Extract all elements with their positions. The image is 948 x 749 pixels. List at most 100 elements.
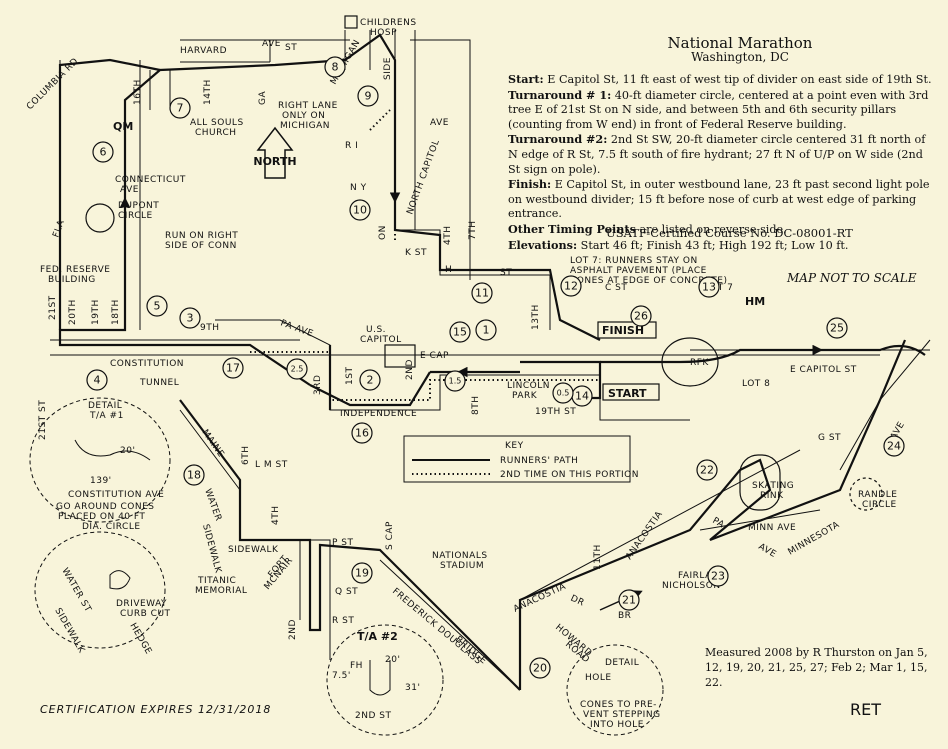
mile-marker-label: 16 [355,427,369,440]
svg-text:18TH: 18TH [111,299,121,325]
svg-text:CONSTITUTION AVE: CONSTITUTION AVE [68,490,164,500]
svg-text:K ST: K ST [405,248,427,258]
mile-marker-label: 4 [94,374,101,387]
mile-marker-circle [86,369,108,391]
expiry-note: CERTIFICATION EXPIRES 12/31/2018 [40,703,272,716]
mile-marker-label: 2 [367,374,374,387]
svg-text:LINCOLN: LINCOLN [507,381,550,391]
detail-ta1: DETAIL T/A #1 20' 139' CONSTITUTION AVE … [38,400,164,532]
svg-text:GA: GA [258,91,268,105]
svg-text:DIA. CIRCLE: DIA. CIRCLE [82,522,141,532]
mile-marker-circle [560,275,582,297]
svg-text:2ND: 2ND [288,619,298,640]
svg-text:H: H [445,265,452,275]
mile-marker-label: 18 [187,469,201,482]
svg-text:VENT STEPPING: VENT STEPPING [583,710,661,720]
svg-text:INTO HOLE: INTO HOLE [590,720,644,730]
svg-text:STADIUM: STADIUM [440,561,484,571]
svg-text:TITANIC: TITANIC [197,576,236,586]
svg-text:CURB CUT: CURB CUT [120,609,171,619]
mile-marker-circle [696,459,718,481]
svg-text:139': 139' [90,476,112,486]
mile-marker-label: 3 [187,312,194,325]
svg-text:ST: ST [500,268,512,278]
mile-marker-circle [324,56,346,78]
svg-text:8TH: 8TH [471,396,481,416]
mile-marker-circle [146,295,168,317]
mile-marker-label: 15 [453,326,467,339]
svg-text:C ST: C ST [605,283,627,293]
mile-marker-circle [351,422,373,444]
mile-marker-label: 13 [702,281,716,294]
svg-text:G ST: G ST [818,433,841,443]
svg-text:T/A #1: T/A #1 [89,411,124,421]
svg-text:SIDEWALK: SIDEWALK [52,607,86,656]
svg-text:FAIRLAWN: FAIRLAWN [678,571,728,581]
map-subtitle: Washington, DC [691,50,789,64]
svg-text:19TH ST: 19TH ST [535,407,576,417]
mile-marker-circle [222,357,244,379]
svg-text:SIDEWALK: SIDEWALK [228,545,279,555]
svg-text:PARK: PARK [512,391,538,401]
svg-text:INDEPENDENCE: INDEPENDENCE [340,409,417,419]
svg-text:RUN ON RIGHT: RUN ON RIGHT [165,231,238,241]
legend-key: KEY RUNNERS' PATH 2ND TIME ON THIS PORTI… [403,435,638,483]
mile-marker-circle [357,85,379,107]
initials: RET [850,700,881,719]
detail-hole: DETAIL HOLE CONES TO PRE- VENT STEPPING … [580,658,661,730]
svg-text:MAINE: MAINE [200,428,226,460]
svg-text:MICHIGAN: MICHIGAN [280,121,330,131]
svg-text:21ST ST: 21ST ST [38,400,48,440]
svg-text:DR: DR [569,594,586,609]
svg-text:SIDE: SIDE [383,57,393,80]
svg-text:9TH: 9TH [200,323,220,333]
svg-text:SIDEWALK: SIDEWALK [200,523,223,575]
svg-text:QM: QM [113,120,133,133]
mile-marker-label: 2.5 [291,365,304,374]
svg-text:DETAIL: DETAIL [605,658,639,668]
start-box: START [608,387,647,400]
svg-text:AVE: AVE [430,118,449,128]
svg-text:11TH: 11TH [593,544,603,570]
svg-text:GO AROUND CONES: GO AROUND CONES [56,502,155,512]
svg-text:4TH: 4TH [443,226,453,246]
svg-text:T/A #2: T/A #2 [357,630,398,643]
svg-text:7.5': 7.5' [332,671,351,681]
not-to-scale-note: MAP NOT TO SCALE [787,271,917,285]
svg-text:7TH: 7TH [468,221,478,241]
svg-text:20TH: 20TH [68,299,78,325]
mile-marker-circle [444,370,466,392]
measured-note: Measured 2008 by R Thurston on Jan 5, 12… [705,646,928,689]
second-time-path [250,60,600,401]
mile-marker-circle [552,382,574,404]
svg-text:SKATING: SKATING [752,481,794,491]
svg-text:3RD: 3RD [313,375,323,395]
svg-text:ANACOSTIA: ANACOSTIA [624,509,665,562]
svg-text:HEDGE: HEDGE [127,622,153,657]
svg-text:MEMORIAL: MEMORIAL [195,586,247,596]
mile-marker-circle [179,307,201,329]
svg-text:CHILDRENS: CHILDRENS [360,18,417,28]
svg-text:20': 20' [385,655,400,665]
mile-marker-label: 1 [483,324,490,337]
mile-marker-circle [471,282,493,304]
mile-marker-circle [707,565,729,587]
svg-text:LOT 8: LOT 8 [742,379,770,389]
svg-text:WATER: WATER [202,488,223,523]
svg-text:CIRCLE: CIRCLE [862,500,897,510]
svg-text:16TH: 16TH [133,79,143,105]
svg-text:R I: R I [345,141,358,151]
mile-marker-label: 10 [353,204,367,217]
mile-marker-label: 9 [365,90,372,103]
mile-marker-label: 22 [700,464,714,477]
mile-marker-circle [698,276,720,298]
mile-marker-label: 1.5 [449,377,462,386]
mile-marker-label: 25 [830,322,844,335]
svg-text:ANACOSTIA: ANACOSTIA [512,582,568,615]
svg-text:1ST: 1ST [345,367,355,385]
direction-arrows [119,160,823,611]
mile-marker-label: 6 [100,146,107,159]
svg-text:LOT 7: RUNNERS STAY ON: LOT 7: RUNNERS STAY ON [570,256,698,266]
mile-marker-circle [826,317,848,339]
svg-text:2ND: 2ND [405,359,415,380]
